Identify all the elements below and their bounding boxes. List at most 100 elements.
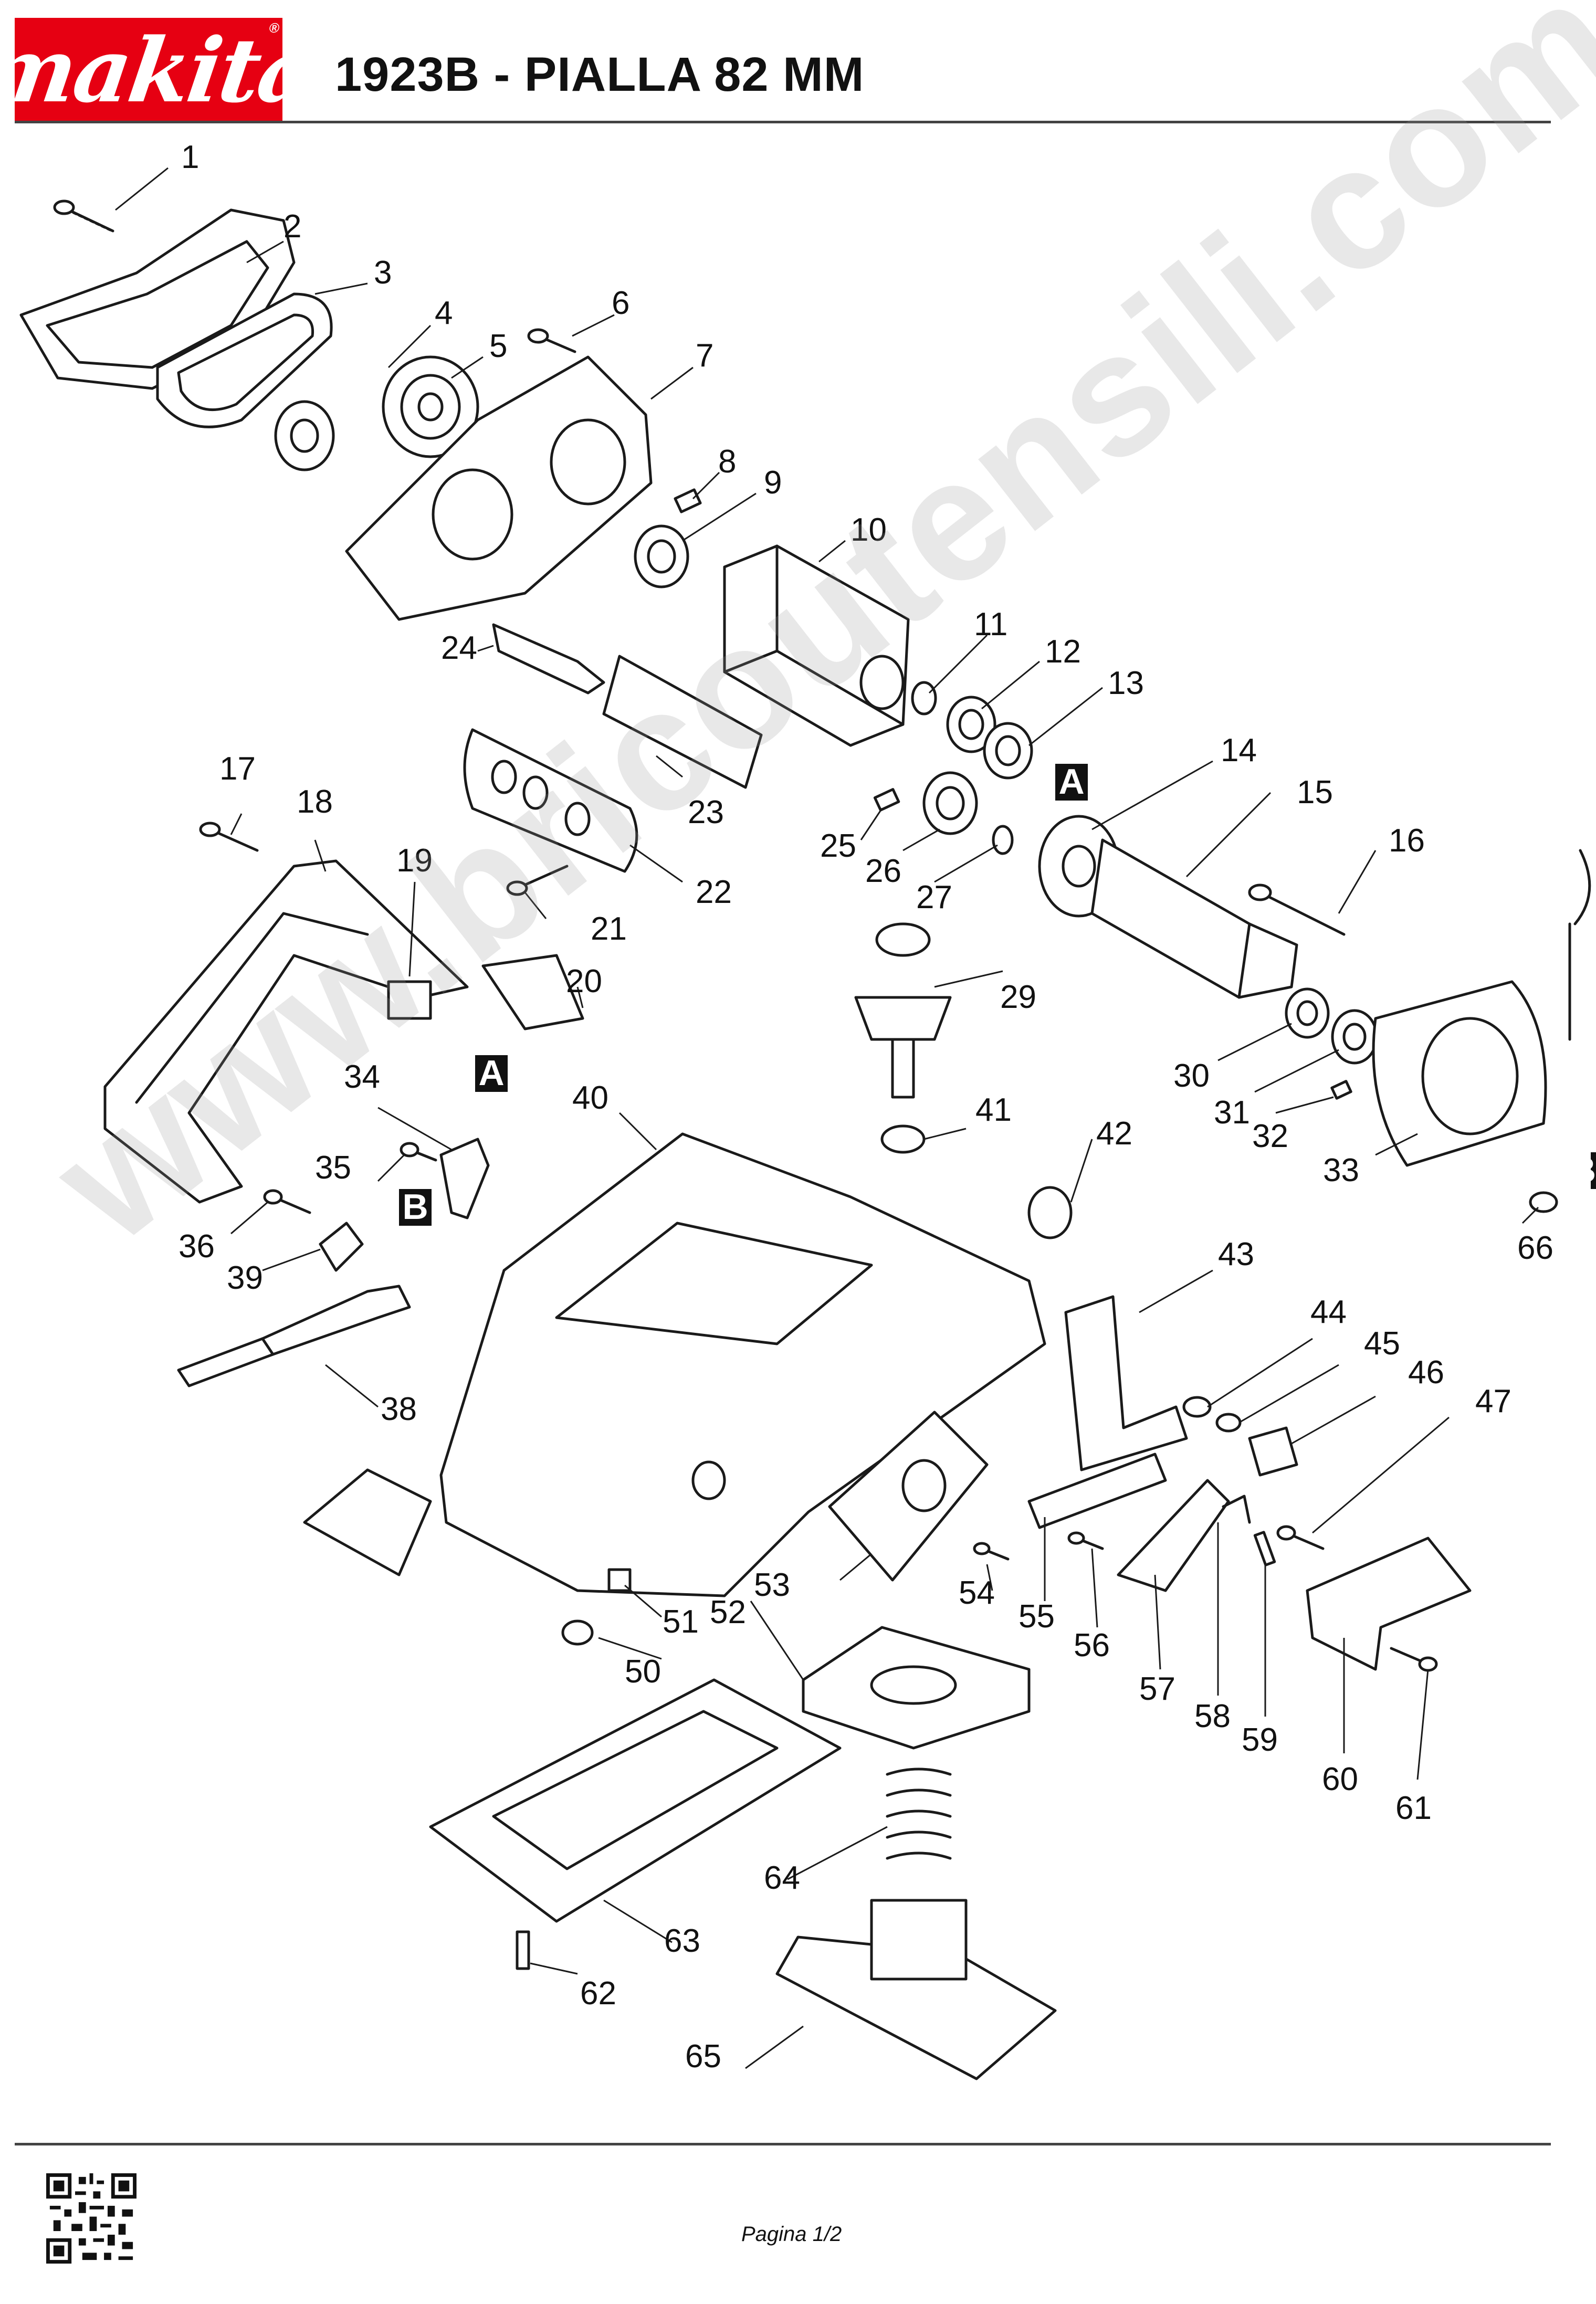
part-57-shoe	[1117, 1479, 1230, 1592]
part-12-bearing	[946, 696, 996, 753]
callout-6: 6	[612, 285, 629, 321]
part-27-ring	[992, 825, 1014, 855]
part-41-washer	[880, 1124, 926, 1154]
callout-50: 50	[625, 1654, 661, 1690]
part-63-rear-base	[429, 1678, 842, 1923]
ref-mark-a: A	[478, 1053, 504, 1093]
callout-19: 19	[396, 843, 433, 879]
callout-36: 36	[178, 1228, 215, 1265]
ref-mark-b: B	[1570, 1150, 1596, 1190]
callout-53: 53	[754, 1567, 790, 1603]
callout-4: 4	[435, 295, 453, 331]
callout-44: 44	[1310, 1294, 1347, 1330]
part-53-front-base	[828, 1411, 989, 1582]
part-4-pulley	[274, 400, 335, 471]
callout-8: 8	[718, 444, 736, 480]
part-6-screw	[527, 328, 576, 353]
callout-61: 61	[1395, 1790, 1432, 1826]
part-1-screw	[53, 199, 114, 233]
callout-16: 16	[1389, 823, 1425, 859]
part-19-switch	[387, 980, 432, 1020]
part-24-clamp	[492, 623, 605, 695]
callout-22: 22	[696, 874, 732, 910]
callout-27: 27	[916, 879, 952, 916]
part-window	[303, 1468, 432, 1576]
callout-32: 32	[1252, 1118, 1288, 1154]
part-9-bearing	[634, 524, 689, 588]
part-59-pin	[1253, 1531, 1276, 1566]
part-29-knob	[854, 922, 952, 1099]
callout-52: 52	[710, 1594, 746, 1630]
callout-66: 66	[1517, 1230, 1553, 1266]
makita-logo: makita ®	[0, 18, 321, 123]
callout-40: 40	[572, 1080, 608, 1116]
callout-30: 30	[1173, 1058, 1210, 1094]
callout-13: 13	[1108, 665, 1144, 701]
callout-43: 43	[1218, 1236, 1254, 1272]
callout-45: 45	[1364, 1325, 1400, 1362]
part-60-chip-cover	[1306, 1537, 1472, 1671]
callout-35: 35	[315, 1150, 351, 1186]
callout-58: 58	[1194, 1698, 1231, 1734]
part-26-bearing	[922, 771, 978, 835]
part-56-screw	[1067, 1531, 1104, 1550]
logo-text: makita	[0, 18, 321, 122]
part-38-cord-guard	[177, 1285, 411, 1387]
callout-12: 12	[1045, 634, 1081, 670]
footer-divider	[15, 2143, 1551, 2145]
callout-46: 46	[1408, 1354, 1444, 1391]
callout-54: 54	[959, 1575, 995, 1611]
part-39-cord-clamp	[319, 1222, 364, 1272]
part-15-armature	[1090, 838, 1298, 999]
part-58-clip	[1222, 1495, 1251, 1524]
callout-51: 51	[663, 1604, 699, 1640]
callout-18: 18	[297, 784, 333, 820]
exploded-parts-diagram: A A B B 1 2 3 4 5 6 7 8 9 10 11 12 13 14…	[19, 139, 1596, 2080]
part-16-screw	[1248, 883, 1346, 936]
callout-31: 31	[1214, 1095, 1250, 1131]
part-45-washer	[1215, 1413, 1242, 1433]
part-21-screw	[506, 865, 569, 896]
part-33-field	[1372, 849, 1591, 1167]
part-54-screw	[973, 1542, 1010, 1561]
callout-47: 47	[1475, 1383, 1511, 1419]
part-62-screw	[516, 1930, 530, 1970]
part-47-screw	[1276, 1525, 1325, 1550]
part-65-depth-base	[775, 1899, 1057, 2080]
part-23-blade-plate	[602, 655, 763, 789]
callout-39: 39	[227, 1260, 263, 1296]
callout-63: 63	[664, 1923, 700, 1959]
callout-5: 5	[489, 328, 507, 364]
part-36-screw	[263, 1189, 311, 1214]
callout-55: 55	[1018, 1598, 1055, 1635]
callout-33: 33	[1323, 1152, 1359, 1188]
callout-7: 7	[696, 338, 713, 374]
callout-1: 1	[181, 139, 199, 175]
part-22-blade-cover	[463, 728, 638, 873]
callout-38: 38	[381, 1391, 417, 1427]
callout-17: 17	[219, 751, 256, 787]
callout-3: 3	[374, 255, 392, 291]
part-55-plate	[1027, 1453, 1167, 1529]
qr-code-icon	[46, 2173, 136, 2264]
part-42-knob	[1027, 1186, 1073, 1239]
callout-41: 41	[975, 1092, 1012, 1128]
page-number: Pagina 1/2	[741, 2223, 842, 2246]
part-40-motor-housing	[439, 1132, 1046, 1597]
callout-21: 21	[591, 911, 627, 947]
part-30-bearing	[1285, 987, 1330, 1039]
callout-23: 23	[688, 794, 724, 830]
callout-10: 10	[850, 512, 887, 548]
callout-15: 15	[1297, 774, 1333, 811]
part-35-screw	[400, 1142, 437, 1162]
part-52-plate	[802, 1626, 1031, 1750]
part-5-pulley	[382, 355, 479, 458]
part-64-spring	[886, 1768, 952, 1860]
ref-mark-a: A	[1058, 762, 1084, 802]
callout-11: 11	[974, 606, 1007, 643]
callout-2: 2	[284, 208, 301, 245]
part-8-pin	[674, 488, 702, 513]
callout-56: 56	[1074, 1627, 1110, 1664]
callout-62: 62	[580, 1975, 616, 2012]
callout-60: 60	[1322, 1761, 1358, 1797]
